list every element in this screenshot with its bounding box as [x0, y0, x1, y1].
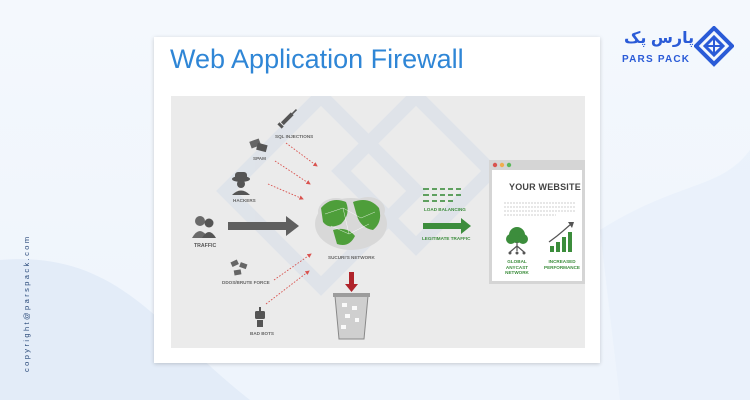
- your-website-label: YOUR WEBSITE: [509, 182, 581, 192]
- load-balancing-label: LOAD BALANCING: [424, 207, 466, 212]
- bad-bots-label: BAD BOTS: [250, 331, 274, 336]
- waf-diagram: SQL INJECTIONS SPAM HACKERS TRAFFIC DDoS…: [171, 96, 585, 348]
- brand-name-fa: پارس پک: [624, 30, 695, 47]
- ddos-label: DDoS/BRUTE FORCE: [222, 280, 270, 285]
- watermark-diamonds: [216, 96, 501, 296]
- anycast-network-icon: [506, 227, 528, 255]
- ddos-icon: [230, 259, 248, 276]
- brand-logo: پارس پک PARS PACK: [608, 26, 738, 76]
- syringe-icon: [277, 108, 298, 129]
- brand-diamond-icon: [694, 26, 734, 67]
- figure-card: Web Application Firewall: [154, 37, 600, 363]
- traffic-arrow: [228, 216, 299, 236]
- legitimate-traffic-label: LEGITIMATE TRAFFIC: [422, 236, 471, 241]
- copyright-text: copyright@parspack.com: [22, 234, 31, 372]
- performance-chart-icon: [548, 222, 574, 252]
- spam-label: SPAM: [253, 156, 266, 161]
- anycast-label: GLOBAL ANYCAST NETWORK: [505, 259, 529, 275]
- threat-arrows: [265, 142, 318, 305]
- block-arrow: [345, 272, 358, 292]
- load-balancing-icon: [423, 188, 461, 202]
- performance-label: INCREASED PERFORMANCE: [544, 259, 580, 270]
- diagram-graphics: [192, 96, 585, 340]
- figure-title: Web Application Firewall: [170, 44, 464, 74]
- hacker-icon: [232, 172, 250, 195]
- network-cloud-icon: [315, 197, 387, 250]
- spam-envelope-icon: [249, 138, 268, 153]
- legitimate-traffic-arrow: [423, 218, 471, 234]
- sql-injections-label: SQL INJECTIONS: [275, 134, 314, 139]
- traffic-people-icon: [192, 216, 216, 238]
- robot-icon: [255, 307, 265, 327]
- brand-name-en: PARS PACK: [622, 54, 691, 65]
- network-label: SUCURI'S NETWORK: [328, 255, 375, 260]
- hackers-label: HACKERS: [233, 198, 256, 203]
- traffic-label: TRAFFIC: [194, 243, 217, 249]
- trash-bin-icon: [333, 293, 370, 340]
